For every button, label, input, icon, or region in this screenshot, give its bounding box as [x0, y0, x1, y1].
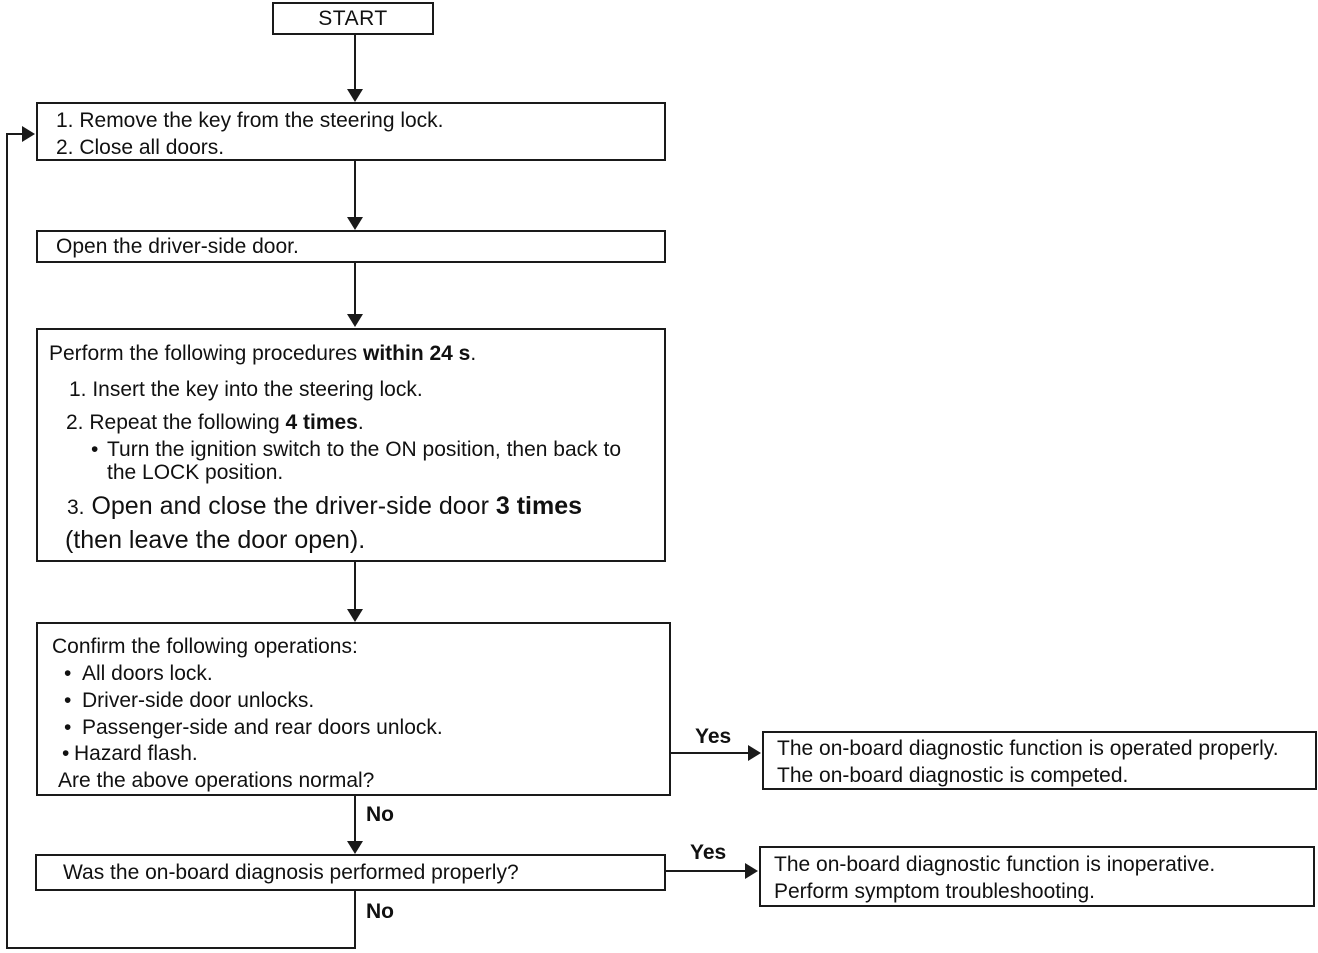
start-label: START — [318, 6, 388, 30]
procedure-item3: 3. Open and close the driver-side door 3… — [67, 490, 582, 524]
confirm-node: Confirm the following operations: • All d… — [36, 622, 671, 796]
connector-confirm-resultok — [671, 752, 749, 754]
procedure-item3-bold: 3 times — [495, 492, 583, 520]
result-ok-node: The on-board diagnostic function is oper… — [762, 731, 1317, 790]
connector-start-step1 — [354, 35, 356, 90]
confirm-title: Confirm the following operations: — [52, 635, 358, 658]
procedure-item2-post: . — [357, 411, 364, 434]
procedure-sub-line1-text: Turn the ignition switch to the ON posit… — [107, 438, 621, 461]
procedure-sub-line1: • Turn the ignition switch to the ON posi… — [91, 436, 621, 463]
arrowhead-start-step1 — [347, 89, 363, 102]
arrowhead-question2-resultng — [745, 863, 758, 879]
result-ok-line1: The on-board diagnostic function is oper… — [777, 737, 1279, 760]
connector-step2-procedure — [354, 263, 356, 315]
connector-loop-left — [6, 133, 8, 949]
procedure-item2-pre: 2. Repeat the following — [66, 411, 286, 434]
confirm-check1: • All doors lock. — [64, 660, 213, 687]
bullet-glyph: • — [91, 438, 99, 461]
result-ng-line2: Perform symptom troubleshooting. — [774, 880, 1095, 903]
arrowhead-step2-procedure — [347, 314, 363, 327]
step1-line2: 2. Close all doors. — [56, 136, 225, 159]
bullet-glyph: • — [64, 716, 72, 739]
result-ng-line1: The on-board diagnostic function is inop… — [774, 853, 1216, 876]
confirm-check3-text: Passenger-side and rear doors unlock. — [82, 716, 443, 739]
step1-line1: 1. Remove the key from the steering lock… — [56, 109, 444, 132]
procedure-title: Perform the following procedures within … — [49, 340, 476, 367]
yes-label-2: Yes — [690, 841, 727, 864]
connector-question2-resultng — [666, 870, 746, 872]
start-node: START — [272, 2, 434, 35]
step2-node: Open the driver-side door. — [36, 230, 666, 263]
confirm-check4: •Hazard flash. — [62, 740, 198, 767]
step2-text: Open the driver-side door. — [56, 234, 299, 258]
yes-label-1: Yes — [695, 725, 732, 748]
bullet-glyph: • — [62, 742, 70, 765]
arrowhead-loop-step1 — [22, 126, 35, 142]
question2-node: Was the on-board diagnosis performed pro… — [35, 854, 666, 891]
connector-procedure-confirm — [354, 562, 356, 610]
procedure-item3-pre: Open and close the driver-side door — [84, 492, 496, 520]
no-label-2: No — [366, 900, 394, 923]
confirm-check1-text: All doors lock. — [82, 662, 213, 685]
confirm-check2-text: Driver-side door unlocks. — [82, 689, 315, 712]
no-label-1: No — [366, 803, 394, 826]
result-ng-node: The on-board diagnostic function is inop… — [759, 846, 1315, 907]
bullet-glyph: • — [64, 689, 72, 712]
procedure-node: Perform the following procedures within … — [36, 328, 666, 562]
confirm-question: Are the above operations normal? — [58, 769, 375, 792]
arrowhead-confirm-resultok — [748, 745, 761, 761]
procedure-title-pre: Perform the following procedures — [49, 342, 363, 365]
connector-question2-down — [354, 891, 356, 949]
procedure-item3-cont: (then leave the door open). — [65, 526, 366, 554]
confirm-check4-text: Hazard flash. — [74, 742, 198, 765]
step1-node: 1. Remove the key from the steering lock… — [36, 102, 666, 161]
arrowhead-procedure-confirm — [347, 609, 363, 622]
procedure-item2: 2. Repeat the following 4 times. — [66, 409, 364, 436]
procedure-title-post: . — [470, 342, 477, 365]
procedure-item2-bold: 4 times — [285, 411, 358, 434]
procedure-item3-number: 3. — [67, 496, 85, 519]
connector-confirm-question2 — [354, 796, 356, 842]
connector-step1-step2 — [354, 161, 356, 218]
bullet-glyph: • — [64, 662, 72, 685]
procedure-sub-line2: the LOCK position. — [107, 461, 284, 484]
question2-text: Was the on-board diagnosis performed pro… — [63, 860, 519, 884]
result-ok-line2: The on-board diagnostic is competed. — [777, 764, 1129, 787]
arrowhead-step1-step2 — [347, 217, 363, 230]
procedure-item1: 1. Insert the key into the steering lock… — [69, 378, 423, 401]
arrowhead-confirm-question2 — [347, 841, 363, 854]
connector-loop-bottom — [6, 947, 356, 949]
confirm-check3: • Passenger-side and rear doors unlock. — [64, 714, 443, 741]
connector-loop-top — [6, 133, 24, 135]
procedure-title-bold: within 24 s — [363, 342, 471, 365]
confirm-check2: • Driver-side door unlocks. — [64, 687, 314, 714]
